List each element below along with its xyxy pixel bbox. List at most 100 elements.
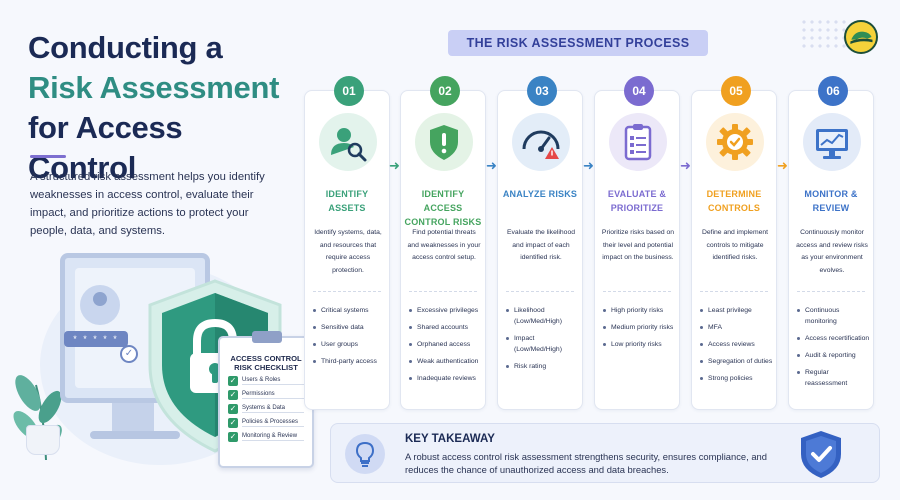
step-card-identify-assets: 01 IDENTIFY ASSETS Identify systems, dat…	[304, 76, 390, 410]
page-title: Conducting a Risk Assessment for Access …	[28, 28, 298, 188]
bullet-item: MFA	[700, 322, 773, 333]
step-bullets: Critical systems Sensitive data User gro…	[313, 305, 386, 373]
checklist-item: ✓Systems & Data	[228, 404, 304, 414]
checkbox-checked-icon: ✓	[228, 418, 238, 428]
step-description: Continuously monitor access and review r…	[796, 229, 868, 274]
step-bullets: Continuous monitoring Access recertifica…	[797, 305, 870, 395]
step-bullets: Least privilege MFA Access reviews Segre…	[700, 305, 773, 390]
step-description: Prioritize risks based on their level an…	[601, 229, 675, 261]
step-number: 03	[527, 76, 557, 106]
key-takeaway-panel: KEY TAKEAWAY A robust access control ris…	[330, 423, 880, 483]
checkbox-checked-icon: ✓	[228, 432, 238, 442]
arrow-right-icon: ➜	[777, 158, 788, 173]
step-card-identify-risks: 02 IDENTIFY ACCESS CONTROL RISKS Find po…	[400, 76, 486, 410]
process-header: THE RISK ASSESSMENT PROCESS	[448, 30, 708, 56]
title-line-1: Conducting a	[28, 30, 223, 65]
title-line-2: Risk Assessment	[28, 70, 280, 105]
card-divider	[603, 291, 671, 292]
bullet-item: Sensitive data	[313, 322, 386, 333]
step-title: IDENTIFY ACCESS CONTROL RISKS	[404, 189, 482, 227]
bullet-item: Shared accounts	[409, 322, 482, 333]
checkbox-checked-icon: ✓	[228, 404, 238, 414]
step-card-evaluate-prioritize: 04 EVALUATE & PRIORITIZE Prioritize risk…	[594, 76, 680, 410]
step-card-analyze-risks: 03 ANALYZE RISKS Evaluate the likelihood…	[497, 76, 583, 410]
step-title: MONITOR & REVIEW	[804, 189, 858, 213]
takeaway-text: A robust access control risk assessment …	[405, 451, 767, 475]
step-number: 06	[818, 76, 848, 106]
checklist-item: ✓Permissions	[228, 390, 304, 400]
step-bullets: Likelihood (Low/Med/High) Impact (Low/Me…	[506, 305, 579, 378]
bullet-item: Excessive privileges	[409, 305, 482, 316]
intro-text: A structured risk assessment helps you i…	[30, 171, 265, 237]
step-card-monitor-review: 06 MONITOR & REVIEW Continuously monitor…	[788, 76, 874, 410]
bullet-item: Least privilege	[700, 305, 773, 316]
monitor-stand	[112, 403, 154, 431]
step-number: 04	[624, 76, 654, 106]
step-bullets: Excessive privileges Shared accounts Orp…	[409, 305, 482, 390]
step-number: 05	[721, 76, 751, 106]
checkbox-checked-icon: ✓	[228, 390, 238, 400]
title-divider	[30, 155, 66, 158]
check-icon: ✓	[120, 345, 138, 363]
step-number: 01	[334, 76, 364, 106]
bullet-item: Orphaned access	[409, 339, 482, 350]
step-description: Define and implement controls to mitigat…	[701, 229, 769, 261]
bullet-item: Access reviews	[700, 339, 773, 350]
bullet-item: Continuous monitoring	[797, 305, 870, 327]
takeaway-title: KEY TAKEAWAY	[405, 433, 495, 445]
checkbox-checked-icon: ✓	[228, 376, 238, 386]
step-bullets: High priority risks Medium priority risk…	[603, 305, 676, 356]
step-title: IDENTIFY ASSETS	[325, 189, 369, 213]
step-title: DETERMINE CONTROLS	[706, 189, 762, 213]
bullet-item: Low priority risks	[603, 339, 676, 350]
step-number: 02	[430, 76, 460, 106]
card-divider	[700, 291, 768, 292]
card-divider	[506, 291, 574, 292]
user-search-icon	[319, 113, 377, 171]
arrow-right-icon: ➜	[680, 158, 691, 173]
shield-check-icon	[797, 428, 845, 480]
step-description: Evaluate the likelihood and impact of ea…	[506, 229, 575, 261]
bullet-item: Risk rating	[506, 361, 579, 372]
plant-pot	[26, 425, 60, 455]
arrow-right-icon: ➜	[486, 158, 497, 173]
bullet-item: Weak authentication	[409, 356, 482, 367]
step-title: EVALUATE & PRIORITIZE	[607, 189, 667, 213]
step-card-determine-controls: 05 DETERMINE CONTROLS Define and impleme…	[691, 76, 777, 410]
arrow-right-icon: ➜	[583, 158, 594, 173]
bullet-item: Segregation of duties	[700, 356, 773, 367]
shield-alert-icon	[415, 113, 473, 171]
bullet-item: Critical systems	[313, 305, 386, 316]
bullet-item: Regular reassessment	[797, 367, 870, 389]
checklist-item: ✓Users & Roles	[228, 376, 304, 386]
decorative-dots	[800, 18, 848, 48]
bullet-item: Strong policies	[700, 373, 773, 384]
clipboard-list-icon	[609, 113, 667, 171]
bullet-item: Third-party access	[313, 356, 386, 367]
risk-checklist: ACCESS CONTROL RISK CHECKLIST ✓Users & R…	[218, 331, 314, 468]
step-description: Find potential threats and weaknesses in…	[407, 229, 481, 261]
bullet-item: Likelihood (Low/Med/High)	[506, 305, 579, 327]
bullet-item: Access recertification	[797, 333, 870, 344]
card-divider	[797, 291, 865, 292]
checklist-item: ✓Policies & Processes	[228, 418, 304, 428]
bullet-item: User groups	[313, 339, 386, 350]
step-title: ANALYZE RISKS	[502, 189, 578, 199]
monitor-base	[90, 431, 180, 439]
bullet-item: Inadequate reviews	[409, 373, 482, 384]
card-divider	[409, 291, 477, 292]
card-divider	[313, 291, 381, 292]
lightbulb-icon	[345, 434, 385, 474]
step-description: Identify systems, data, and resources th…	[314, 229, 382, 274]
arrow-right-icon: ➜	[389, 158, 400, 173]
user-avatar-icon	[80, 285, 120, 325]
password-field: * * * * *	[64, 331, 128, 347]
checklist-title: ACCESS CONTROL RISK CHECKLIST	[230, 354, 302, 372]
gear-check-icon	[706, 113, 764, 171]
monitor-chart-icon	[803, 113, 861, 171]
checklist-item: ✓Monitoring & Review	[228, 432, 304, 442]
bullet-item: Impact (Low/Med/High)	[506, 333, 579, 355]
bullet-item: Audit & reporting	[797, 350, 870, 361]
clipboard-clip	[252, 331, 282, 343]
bullet-item: High priority risks	[603, 305, 676, 316]
